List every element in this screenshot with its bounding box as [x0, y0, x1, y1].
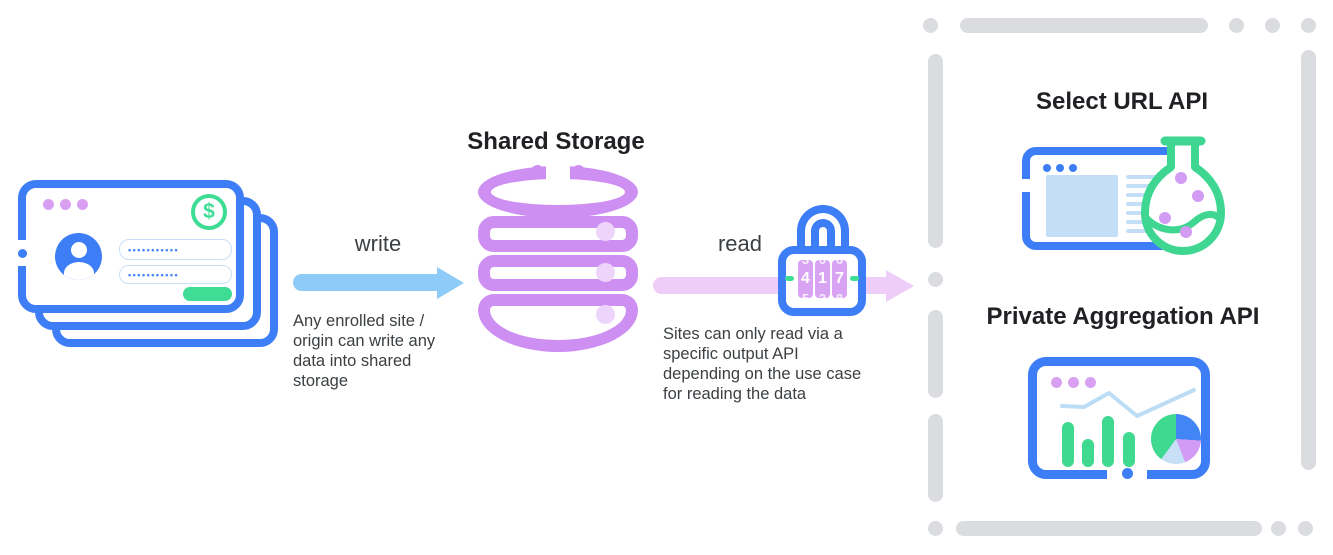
caption-line: storage [293, 372, 349, 390]
dial-digit: 7 [835, 270, 844, 287]
lock-tick-right [850, 276, 859, 281]
write-caption: Any enrolled site / origin can write any… [293, 311, 473, 391]
content-block [1046, 175, 1118, 237]
dashed-border-segment [956, 521, 1262, 536]
database-band [478, 255, 638, 291]
window-control-dot [1051, 377, 1062, 388]
border-notch-dot [18, 249, 27, 258]
database-top-gap [546, 164, 570, 180]
shared-storage-title: Shared Storage [467, 128, 645, 155]
caption-line: Sites can only read via a [663, 325, 843, 343]
caption-line: depending on the use case [663, 365, 862, 383]
dashed-border-dot [1265, 18, 1280, 33]
database-band [478, 294, 638, 352]
dashed-border-segment [1301, 50, 1316, 470]
text-line [1126, 229, 1159, 233]
lock-dial: 6 7 8 [832, 260, 847, 298]
window-control-dot [60, 199, 71, 210]
write-label: write [354, 231, 402, 256]
dashed-border-dot [928, 272, 943, 287]
window-control-dot [1069, 164, 1077, 172]
password-field-1: ••••••••••• [119, 239, 232, 260]
dashed-border-dot [1229, 18, 1244, 33]
dial-digit-above: 0 [815, 260, 830, 267]
dashed-border-dot [1298, 521, 1313, 536]
avatar-icon [55, 233, 102, 280]
read-arrow-head [886, 270, 914, 302]
dollar-icon: $ [191, 194, 227, 230]
window-control-dot [77, 199, 88, 210]
text-line [1126, 184, 1159, 188]
write-arrow-head [437, 267, 464, 299]
avatar-head [70, 242, 87, 258]
caption-line: data into shared [293, 352, 412, 370]
caption-line: specific output API [663, 345, 799, 363]
dashboard-icon [1028, 357, 1210, 479]
flask-bubble [1175, 172, 1187, 184]
read-label: read [717, 231, 763, 256]
flask-bubble [1159, 212, 1171, 224]
caption-line: for reading the data [663, 385, 807, 403]
bar-chart-bar [1123, 432, 1135, 467]
dial-digit-below: 5 [798, 291, 813, 298]
text-line [1126, 175, 1159, 179]
dial-digit-above: 6 [832, 260, 847, 267]
read-caption: Sites can only read via a specific outpu… [663, 324, 913, 404]
flask-bubble [1180, 226, 1192, 238]
lock-dial: 0 1 2 [815, 260, 830, 298]
database-band-dot [596, 263, 615, 282]
masked-value: ••••••••••• [128, 244, 180, 255]
dashed-border-segment [928, 310, 943, 398]
submit-button [183, 287, 232, 301]
bar-chart-bar [1102, 416, 1114, 467]
private-aggregation-api-title: Private Aggregation API [986, 303, 1260, 330]
select-url-api-title: Select URL API [1035, 88, 1209, 115]
lock-dial: 3 4 5 [798, 260, 813, 298]
text-line [1126, 193, 1159, 197]
dashed-border-segment [928, 414, 943, 502]
dashed-border-segment [928, 54, 943, 248]
dashed-border-dot [923, 18, 938, 33]
dashed-border-dot [928, 521, 943, 536]
bar-chart-bar [1062, 422, 1074, 467]
database-gap-cap [572, 165, 585, 178]
caption-line: Any enrolled site / [293, 312, 425, 330]
dial-digit: 4 [801, 270, 810, 287]
pie-chart-icon [1151, 414, 1201, 464]
window-control-dot [43, 199, 54, 210]
line-chart-icon [1060, 388, 1196, 418]
dial-digit-below: 2 [815, 291, 830, 298]
password-field-2: ••••••••••• [119, 265, 232, 284]
window-control-dot [1085, 377, 1096, 388]
lock-tick-left [785, 276, 794, 281]
border-notch-dot [1122, 468, 1133, 479]
flask-icon [1141, 136, 1225, 255]
window-control-dot [1068, 377, 1079, 388]
database-band-dot [596, 222, 615, 241]
avatar-shoulders [63, 262, 94, 280]
masked-value: ••••••••••• [128, 269, 180, 280]
dial-digit-below: 8 [832, 291, 847, 298]
lock-shackle-inner [811, 219, 835, 251]
dial-digit: 1 [818, 270, 827, 287]
database-icon [478, 164, 638, 352]
dollar-symbol: $ [203, 200, 215, 223]
caption-line: origin can write any [293, 332, 436, 350]
window-control-dot [1043, 164, 1051, 172]
dashed-border-dot [1301, 18, 1316, 33]
dial-digit-above: 3 [798, 260, 813, 267]
flask-bubble [1192, 190, 1204, 202]
write-arrow [293, 274, 438, 291]
lock-dials: 3 4 5 0 1 2 6 7 8 [798, 260, 847, 298]
window-control-dot [1056, 164, 1064, 172]
database-gap-cap [531, 165, 544, 178]
database-band-dot [596, 305, 615, 324]
border-notch [1022, 179, 1030, 192]
browser-window-front: $ ••••••••••• ••••••••••• [18, 180, 244, 313]
dashed-border-dot [1271, 521, 1286, 536]
dashed-border-segment [960, 18, 1208, 33]
bar-chart-bar [1082, 439, 1094, 467]
